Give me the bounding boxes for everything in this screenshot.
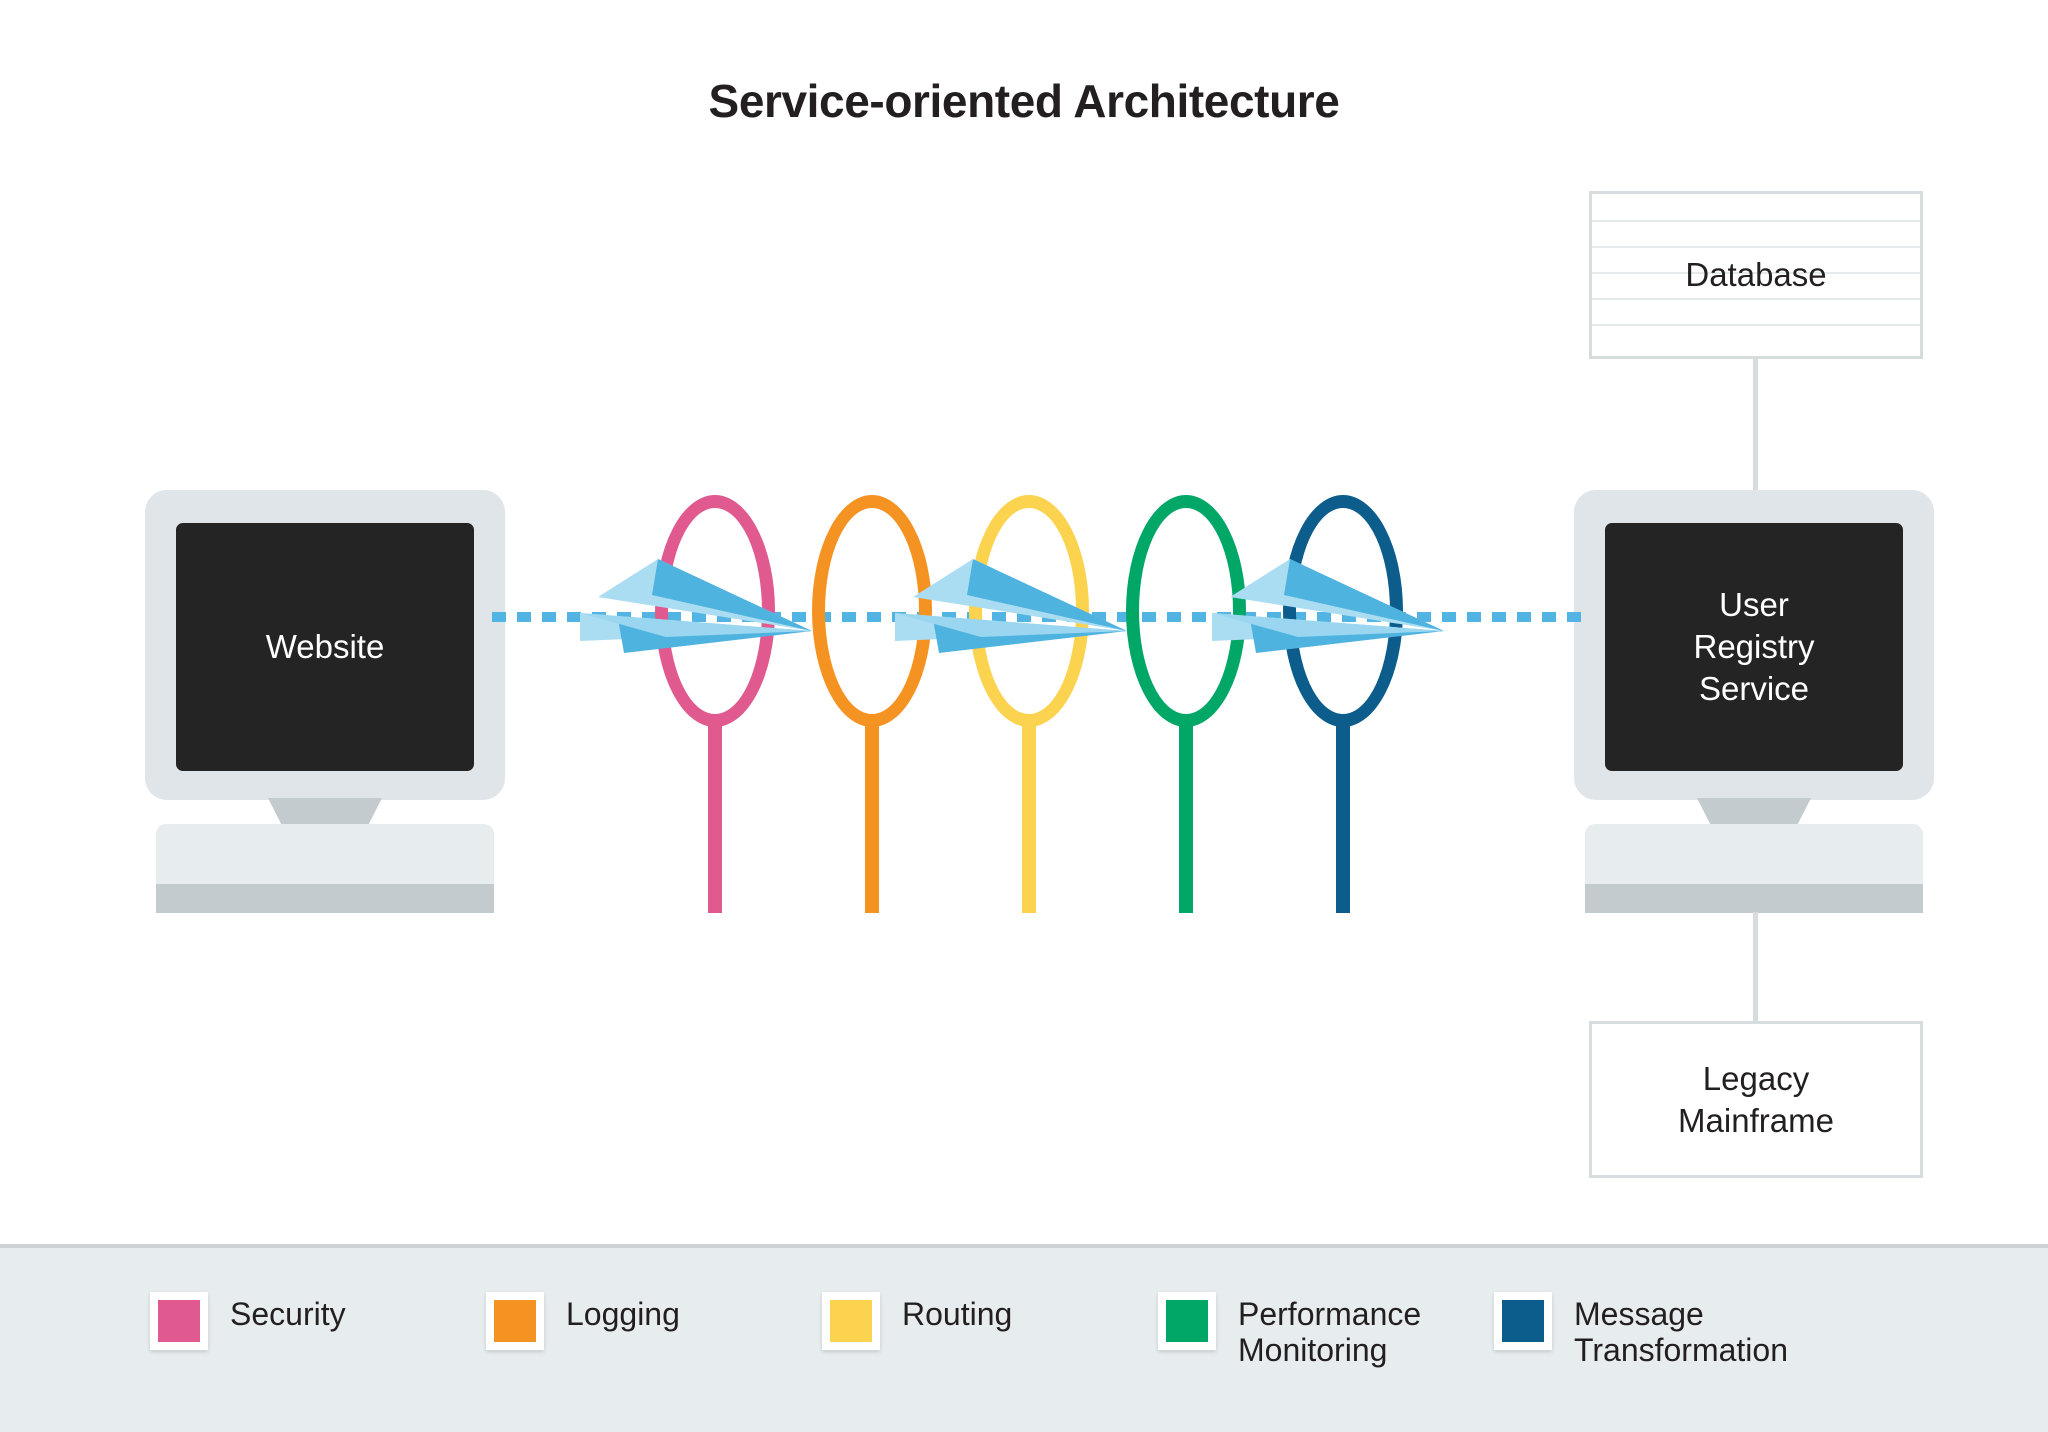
ring-stem <box>1336 717 1350 913</box>
legend-color-swatch <box>1166 1300 1208 1342</box>
legend-item-label: Performance Monitoring <box>1238 1296 1422 1368</box>
paper-plane-icon-3 <box>1212 555 1452 670</box>
paper-plane-icon-2 <box>895 555 1135 670</box>
node-user-registry-service-label: User Registry Service <box>1605 523 1903 771</box>
legend-panel: Security Logging Routing Performance Mon… <box>0 1244 2048 1432</box>
node-legacy-mainframe-label: Legacy Mainframe <box>1678 1060 1834 1139</box>
legend-item-logging[interactable]: Logging <box>486 1292 822 1350</box>
legend-item-label: Security <box>230 1296 346 1332</box>
legend-item-routing[interactable]: Routing <box>822 1292 1158 1350</box>
legend-item-message-transformation[interactable]: Message Transformation <box>1494 1292 1788 1369</box>
node-website-label: Website <box>176 523 474 771</box>
legend-color-swatch <box>1502 1300 1544 1342</box>
node-database-label: Database <box>1685 256 1827 294</box>
paper-plane-glyph <box>580 559 812 653</box>
legend-items: Security Logging Routing Performance Mon… <box>150 1292 1940 1369</box>
legend-item-label: Routing <box>902 1296 1013 1332</box>
legend-item-label: Logging <box>566 1296 680 1332</box>
legend-item-performance-monitoring[interactable]: Performance Monitoring <box>1158 1292 1494 1369</box>
paper-plane-icon-1 <box>580 555 820 670</box>
legend-swatch-frame <box>1494 1292 1552 1350</box>
monitor-base-strip <box>156 884 494 913</box>
connector-database-to-service <box>1753 358 1758 492</box>
legend-item-label: Message Transformation <box>1574 1296 1788 1368</box>
architecture-diagram: Database Website User Registry Service L… <box>145 191 1934 1178</box>
ring-stem <box>1022 717 1036 913</box>
legend-swatch-frame <box>486 1292 544 1350</box>
monitor-base-strip <box>1585 884 1923 913</box>
legend-swatch-frame <box>822 1292 880 1350</box>
ring-stem <box>708 717 722 913</box>
legend-swatch-frame <box>150 1292 208 1350</box>
legend-color-swatch <box>494 1300 536 1342</box>
legend-color-swatch <box>830 1300 872 1342</box>
legend-color-swatch <box>158 1300 200 1342</box>
node-legacy-mainframe[interactable]: Legacy Mainframe <box>1589 1021 1923 1178</box>
connector-service-to-mainframe <box>1753 912 1758 1022</box>
monitor-neck <box>1697 798 1811 825</box>
ring-stem <box>1179 717 1193 913</box>
ring-stem <box>865 717 879 913</box>
legend-swatch-frame <box>1158 1292 1216 1350</box>
paper-plane-glyph <box>1212 559 1444 653</box>
monitor-neck <box>268 798 382 825</box>
node-database[interactable]: Database <box>1589 191 1923 359</box>
paper-plane-glyph <box>895 559 1127 653</box>
legend-item-security[interactable]: Security <box>150 1292 486 1350</box>
page-title: Service-oriented Architecture <box>708 75 1340 127</box>
